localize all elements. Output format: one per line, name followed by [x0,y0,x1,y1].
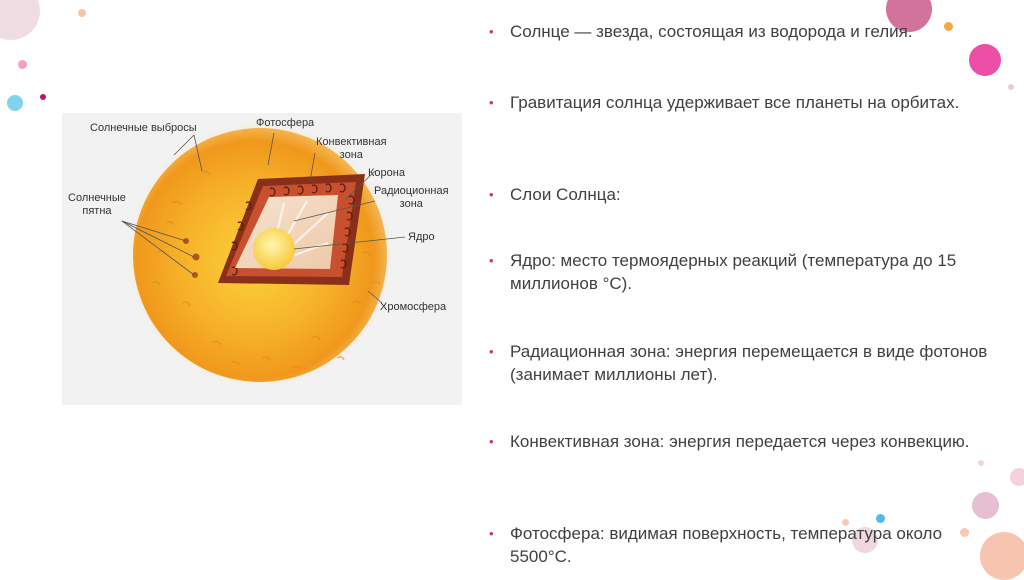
bullet-text: Гравитация солнца удерживает все планеты… [489,91,980,114]
decor-dot [978,460,984,466]
bullet-item: • Солнце — звезда, состоящая из водорода… [489,20,1009,43]
label-convective-zone: Конвективная зона [316,136,387,162]
label-sunspots: Солнечные пятна [68,192,126,218]
label-corona: Корона [368,167,405,180]
decor-dot [1008,84,1014,90]
bullet-marker: • [489,430,494,453]
bullet-item: • Фотосфера: видимая поверхность, темпер… [489,522,1009,568]
sun-structure-diagram: Солнечные выбросы Фотосфера Конвективная… [62,113,462,405]
core [253,228,295,270]
decor-dot [969,44,1001,76]
label-radiative-zone: Радиоционная зона [374,185,449,211]
bullet-text: Фотосфера: видимая поверхность, температ… [489,522,970,568]
bullet-marker: • [489,20,494,43]
decor-dot [0,0,40,40]
decor-dot [7,95,23,111]
bullet-item: • Конвективная зона: энергия передается … [489,430,1009,453]
label-photosphere: Фотосфера [256,117,314,130]
bullet-text: Радиационная зона: энергия перемещается … [489,340,1009,386]
label-core: Ядро [408,231,435,244]
bullet-marker: • [489,340,494,363]
sunspot [192,272,198,278]
bullet-text: Ядро: место термоядерных реакций (темпер… [489,249,1009,295]
bullet-item: • Ядро: место термоядерных реакций (темп… [489,249,1009,295]
bullet-item: • Слои Солнца: [489,183,1009,206]
decor-dot [78,9,86,17]
bullet-text: Солнце — звезда, состоящая из водорода и… [489,20,1009,43]
label-solar-flares: Солнечные выбросы [90,122,197,135]
decor-dot [972,492,999,519]
bullet-marker: • [489,522,494,545]
decor-dot [1010,468,1024,486]
bullet-marker: • [489,91,494,114]
bullet-marker: • [489,183,494,206]
bullet-text: Конвективная зона: энергия передается че… [489,430,970,453]
bullet-marker: • [489,249,494,272]
bullet-text: Слои Солнца: [489,183,1009,206]
label-chromosphere: Хромосфера [380,301,446,314]
bullet-item: • Гравитация солнца удерживает все плане… [489,91,1009,114]
bullet-item: • Радиационная зона: энергия перемещаетс… [489,340,1009,386]
decor-dot [40,94,46,100]
sun-illustration [62,113,462,405]
decor-dot [18,60,27,69]
